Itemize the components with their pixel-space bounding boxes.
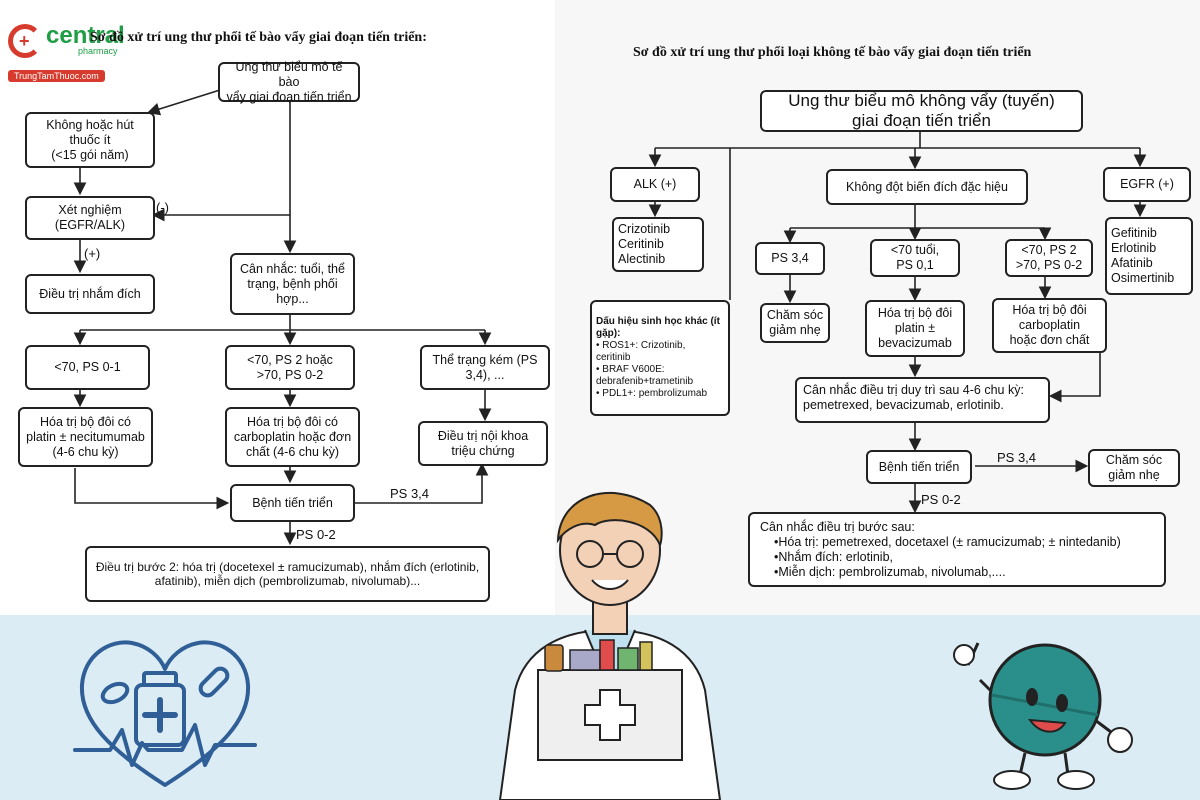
carboplatin-node: Hóa trị bộ đôi có carboplatin hoặc đơn c… <box>225 407 360 467</box>
alk-drug-2: Ceritinib <box>618 237 664 251</box>
next-line-chemo: •Hóa trị: pemetrexed, docetaxel (± ramuc… <box>774 534 1121 549</box>
egfr-drug-2: Erlotinib <box>1111 241 1157 255</box>
next-line-node: Cân nhắc điều trị bước sau: •Hóa trị: pe… <box>748 512 1166 587</box>
biomarker-pdl1: • PDL1+: pembrolizumab <box>596 388 708 399</box>
logo-ring-icon <box>8 24 42 58</box>
right-diagram-title: Sơ đồ xử trí ung thư phổi loại không tế … <box>633 45 1032 60</box>
right-ps02-label: PS 0-2 <box>921 492 961 507</box>
egfr-positive-node: EGFR (+) <box>1103 167 1191 202</box>
next-line-immuno: •Miễn dịch: pembrolizumab, nivolumab,...… <box>774 564 1006 579</box>
test-egfr-alk-node: Xét nghiệm (EGFR/ALK) <box>25 196 155 240</box>
left-diagram-title: Sơ đồ xử trí ung thư phổi tế bào vẩy gia… <box>90 30 427 45</box>
left-ps34-label: PS 3,4 <box>390 486 430 501</box>
alk-drug-1: Crizotinib <box>618 222 671 236</box>
egfr-drug-3: Afatinib <box>1111 256 1153 270</box>
palliative-care-2-node: Chăm sóc giảm nhẹ <box>1088 449 1180 487</box>
alk-drug-3: Alectinib <box>618 252 666 266</box>
biomarker-ros1: • ROS1+: Crizotinib, ceritinib <box>596 340 686 363</box>
right-root-node: Ung thư biểu mô không vẩy (tuyến) giai đ… <box>760 90 1083 132</box>
left-ps02-label: PS 0-2 <box>296 527 336 542</box>
right-progression-node: Bệnh tiến triển <box>866 450 972 484</box>
logo-brand-text: central <box>46 22 125 49</box>
ps34-node: PS 3,4 <box>755 242 825 275</box>
egfr-drugs-node: Gefitinib Erlotinib Afatinib Osimertinib <box>1105 217 1193 295</box>
logo-plus-icon: + <box>19 31 30 51</box>
platin-bevacizumab-node: Hóa trị bộ đôi platin ± bevacizumab <box>865 300 965 357</box>
next-line-targeted: •Nhắm đích: erlotinib, <box>774 549 894 564</box>
branch-ps2-or-over70: <70, PS 2 hoặc >70, PS 0-2 <box>225 345 355 390</box>
alk-drugs-node: Crizotinib Ceritinib Alectinib <box>612 217 704 272</box>
left-progression-node: Bệnh tiến triển <box>230 484 355 522</box>
consider-factors-node: Cân nhắc: tuổi, thể trạng, bệnh phối hợp… <box>230 253 355 315</box>
positive-label: (+) <box>84 246 101 261</box>
egfr-drug-4: Osimertinib <box>1111 271 1175 285</box>
non-smoker-node: Không hoặc hút thuốc ít (<15 gói năm) <box>25 112 155 168</box>
right-ps34-label: PS 3,4 <box>997 450 1037 465</box>
branch-poor-condition: Thể trạng kém (PS 3,4), ... <box>420 345 550 390</box>
no-mutation-node: Không đột biến đích đặc hiệu <box>826 169 1028 205</box>
carboplatin-single-node: Hóa trị bộ đôi carboplatin hoặc đơn chất <box>992 298 1107 353</box>
ps2-over70-node: <70, PS 2 >70, PS 0-2 <box>1005 239 1093 277</box>
brand-logo[interactable]: + central pharmacy TrungTamThuoc.com <box>6 22 136 82</box>
biomarkers-title: Dấu hiệu sinh học khác (ít gặp): <box>596 316 720 339</box>
left-root-node: Ung thư biểu mô tế bào vẩy giai đoạn tiế… <box>218 60 360 104</box>
palliative-care-node: Chăm sóc giảm nhẹ <box>760 303 830 343</box>
heart-medicine-icon <box>73 640 257 787</box>
symptomatic-care-node: Điều trị nội khoa triệu chứng <box>418 421 548 466</box>
alk-positive-node: ALK (+) <box>610 167 700 202</box>
biomarkers-node: Dấu hiệu sinh học khác (ít gặp): • ROS1+… <box>590 300 730 416</box>
biomarker-braf: • BRAF V600E: debrafenib+trametinib <box>596 364 694 387</box>
next-line-title: Cân nhắc điều trị bước sau: <box>760 519 915 534</box>
egfr-drug-1: Gefitinib <box>1111 226 1157 240</box>
negative-label: (-) <box>156 200 169 215</box>
maintenance-node: Cân nhắc điều trị duy trì sau 4-6 chu kỳ… <box>795 377 1050 423</box>
targeted-therapy-node: Điều trị nhắm đích <box>25 274 155 314</box>
under70-ps01-node: <70 tuổi, PS 0,1 <box>870 239 960 277</box>
logo-sub-text: pharmacy <box>78 46 118 56</box>
second-line-node: Điều trị bước 2: hóa trị (docetexel ± ra… <box>85 546 490 602</box>
doctor-illustration <box>498 491 722 800</box>
branch-under70-ps01: <70, PS 0-1 <box>25 345 150 390</box>
logo-site-text: TrungTamThuoc.com <box>8 70 105 82</box>
pill-mascot-illustration <box>953 642 1133 790</box>
platin-necitumumab-node: Hóa trị bộ đôi có platin ± necitumumab (… <box>18 407 153 467</box>
